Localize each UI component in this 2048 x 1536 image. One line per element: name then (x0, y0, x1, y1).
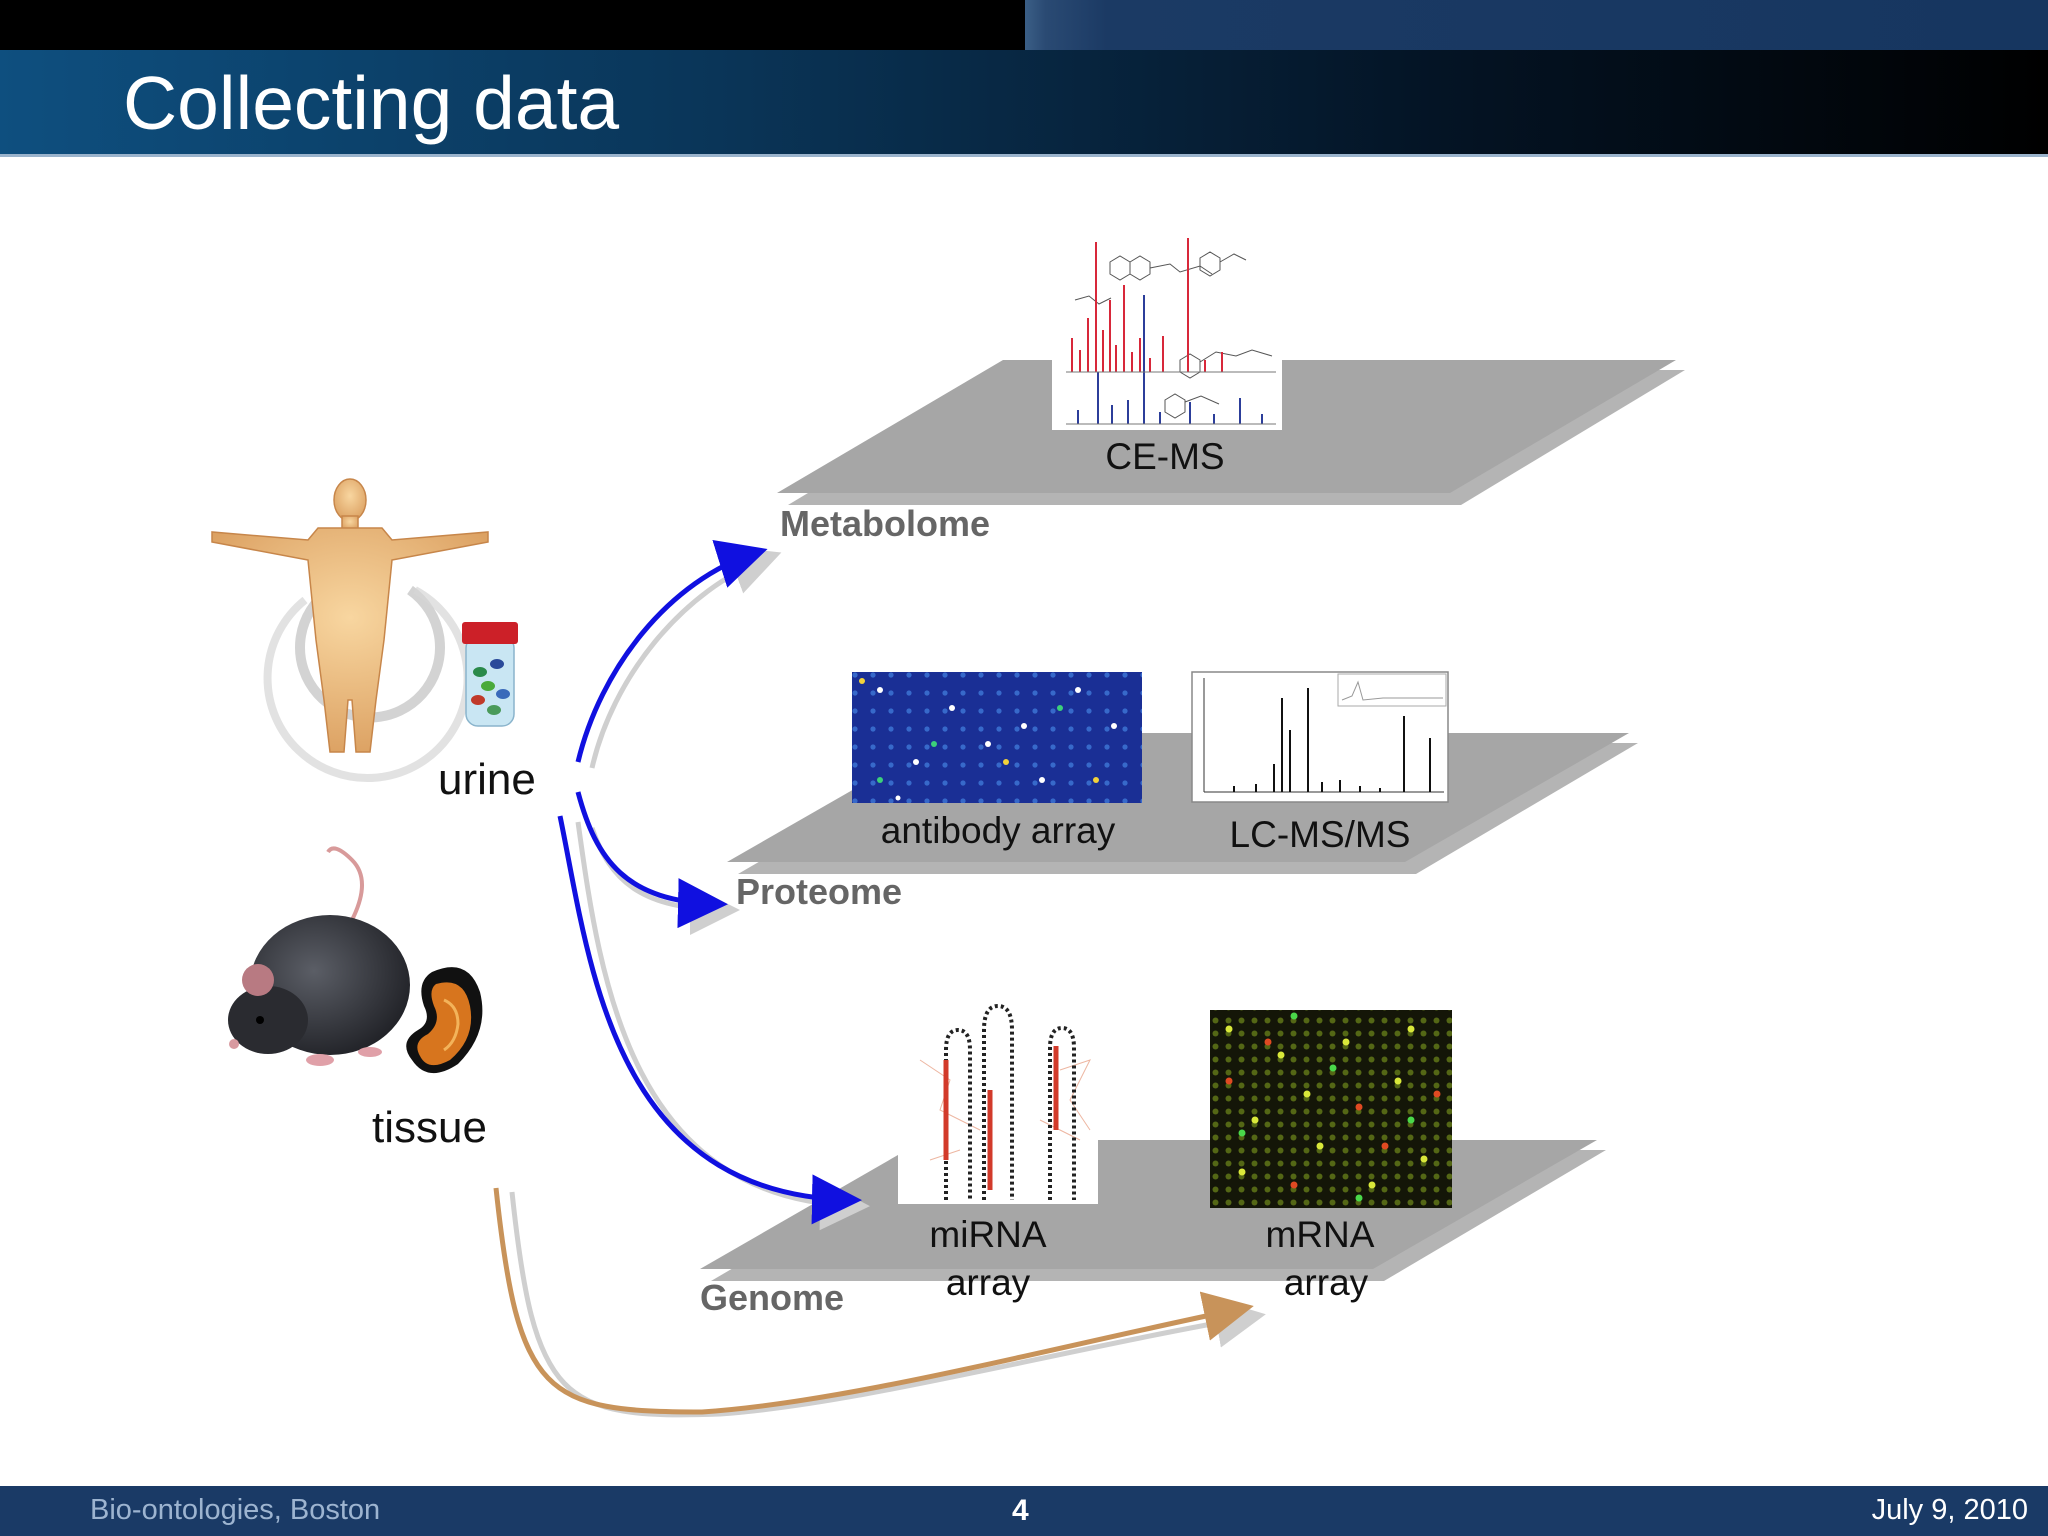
title-bar (0, 50, 2048, 157)
footer-date: July 9, 2010 (1871, 1494, 2028, 1526)
top-bar-right (1025, 0, 2048, 50)
antibody-array-icon (852, 672, 1142, 803)
lc-msms-label: LC-MS/MS (1229, 814, 1411, 855)
footer-event: Bio-ontologies, Boston (90, 1494, 381, 1526)
top-bar-left (0, 0, 1025, 50)
mirna-array-label-line2: array (945, 1262, 1031, 1303)
urine-to-proteome-arrow (575, 791, 728, 929)
lc-msms-spectrum-icon (1191, 671, 1449, 803)
antibody-array-label: antibody array (880, 810, 1116, 851)
proteome-label: Proteome (736, 871, 903, 912)
mirna-array-label-line1: miRNA (929, 1214, 1047, 1255)
tissue-label: tissue (372, 1103, 487, 1152)
metabolome-label: Metabolome (780, 503, 991, 544)
tissue-to-genome-arrow (493, 1187, 1254, 1415)
mrna-array-label-line1: mRNA (1265, 1214, 1375, 1255)
page-number: 4 (1012, 1494, 1029, 1527)
human-body-icon (211, 478, 489, 783)
urine-sample-tube-icon (462, 622, 518, 727)
ce-ms-label: CE-MS (1105, 436, 1225, 477)
footer-bar (0, 1486, 2048, 1536)
mrna-array-label-line2: array (1283, 1262, 1369, 1303)
mirna-structure-icon (898, 1002, 1098, 1204)
mrna-microarray-icon (1210, 1010, 1452, 1208)
urine-label: urine (438, 755, 536, 804)
urine-to-metabolome-arrow (575, 540, 768, 763)
genome-plane (700, 1140, 1606, 1281)
urine-to-genome-arrow (557, 815, 862, 1225)
kidney-icon (406, 967, 483, 1074)
mouse-icon (228, 846, 410, 1066)
genome-label: Genome (700, 1277, 845, 1318)
mass-spectrum-icon (1052, 238, 1282, 430)
metabolome-plane (777, 360, 1685, 505)
slide-title: Collecting data (123, 61, 620, 145)
